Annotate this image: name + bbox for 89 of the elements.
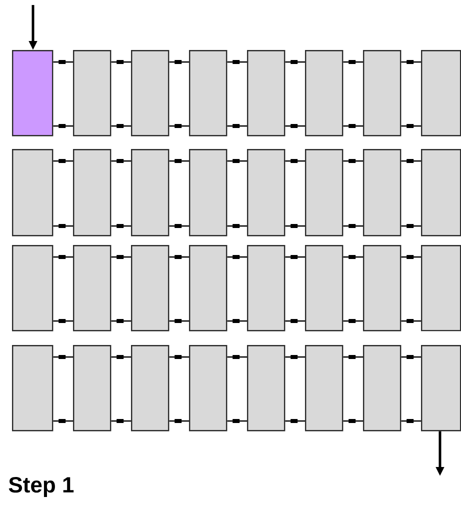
connector-line (227, 255, 247, 259)
connector-line (285, 60, 305, 64)
connector-line (343, 355, 363, 359)
connector-line (401, 355, 421, 359)
connector-line (343, 60, 363, 64)
block-box (362, 149, 402, 236)
block-box (12, 345, 54, 432)
connector-line (111, 159, 131, 163)
connector-line (169, 355, 189, 359)
connector-line (401, 419, 421, 423)
connector-line (169, 319, 189, 323)
block-box (304, 245, 344, 332)
connector-line (53, 319, 73, 323)
block-box (247, 149, 286, 236)
connector-line (285, 319, 305, 323)
connector-line (169, 124, 189, 128)
connector-line (53, 419, 73, 423)
connector-line (285, 419, 305, 423)
connector-line (111, 355, 131, 359)
block-box (189, 245, 228, 332)
connector-line (343, 419, 363, 423)
block-box (131, 245, 170, 332)
connector-line (227, 159, 247, 163)
block-box (420, 245, 461, 332)
connector-line (401, 255, 421, 259)
step-label: Step 1 (8, 477, 74, 497)
block-box (189, 345, 228, 432)
connector-line (111, 124, 131, 128)
connector-line (111, 224, 131, 228)
connector-line (343, 319, 363, 323)
block-box (131, 149, 170, 236)
connector-line (53, 159, 73, 163)
connector-line (53, 355, 73, 359)
connector-line (169, 419, 189, 423)
block-box (420, 50, 461, 136)
connector-line (285, 355, 305, 359)
block-box (73, 50, 112, 136)
block-box (362, 245, 402, 332)
block-box (131, 345, 170, 432)
connector-line (401, 319, 421, 323)
connector-line (227, 419, 247, 423)
connector-line (227, 124, 247, 128)
connector-line (343, 224, 363, 228)
connector-line (401, 60, 421, 64)
block-box (304, 345, 344, 432)
block-box (73, 345, 112, 432)
connector-line (285, 255, 305, 259)
connector-line (343, 255, 363, 259)
block-box (131, 50, 170, 136)
connector-line (285, 124, 305, 128)
connector-line (401, 224, 421, 228)
connector-line (169, 255, 189, 259)
connector-line (343, 124, 363, 128)
connector-line (53, 60, 73, 64)
connector-line (111, 255, 131, 259)
block-box (189, 149, 228, 236)
block-box (247, 245, 286, 332)
block-box (12, 149, 54, 236)
block-box (12, 245, 54, 332)
connector-line (53, 224, 73, 228)
block-box (304, 50, 344, 136)
connector-line (285, 224, 305, 228)
connector-line (227, 60, 247, 64)
connector-line (53, 124, 73, 128)
block-box (189, 50, 228, 136)
connector-line (227, 319, 247, 323)
connector-line (111, 319, 131, 323)
connector-line (227, 224, 247, 228)
block-box (362, 345, 402, 432)
connector-line (227, 355, 247, 359)
connector-line (111, 419, 131, 423)
connector-line (401, 124, 421, 128)
connector-line (343, 159, 363, 163)
connector-line (169, 60, 189, 64)
block-box (362, 50, 402, 136)
connector-line (53, 255, 73, 259)
block-box (420, 149, 461, 236)
connector-line (401, 159, 421, 163)
connector-line (111, 60, 131, 64)
block-box (247, 345, 286, 432)
block-box (12, 50, 54, 136)
block-box (247, 50, 286, 136)
block-box (73, 149, 112, 236)
block-box (420, 345, 461, 432)
connector-line (285, 159, 305, 163)
connector-line (169, 159, 189, 163)
block-box (304, 149, 344, 236)
block-box (73, 245, 112, 332)
connector-line (169, 224, 189, 228)
